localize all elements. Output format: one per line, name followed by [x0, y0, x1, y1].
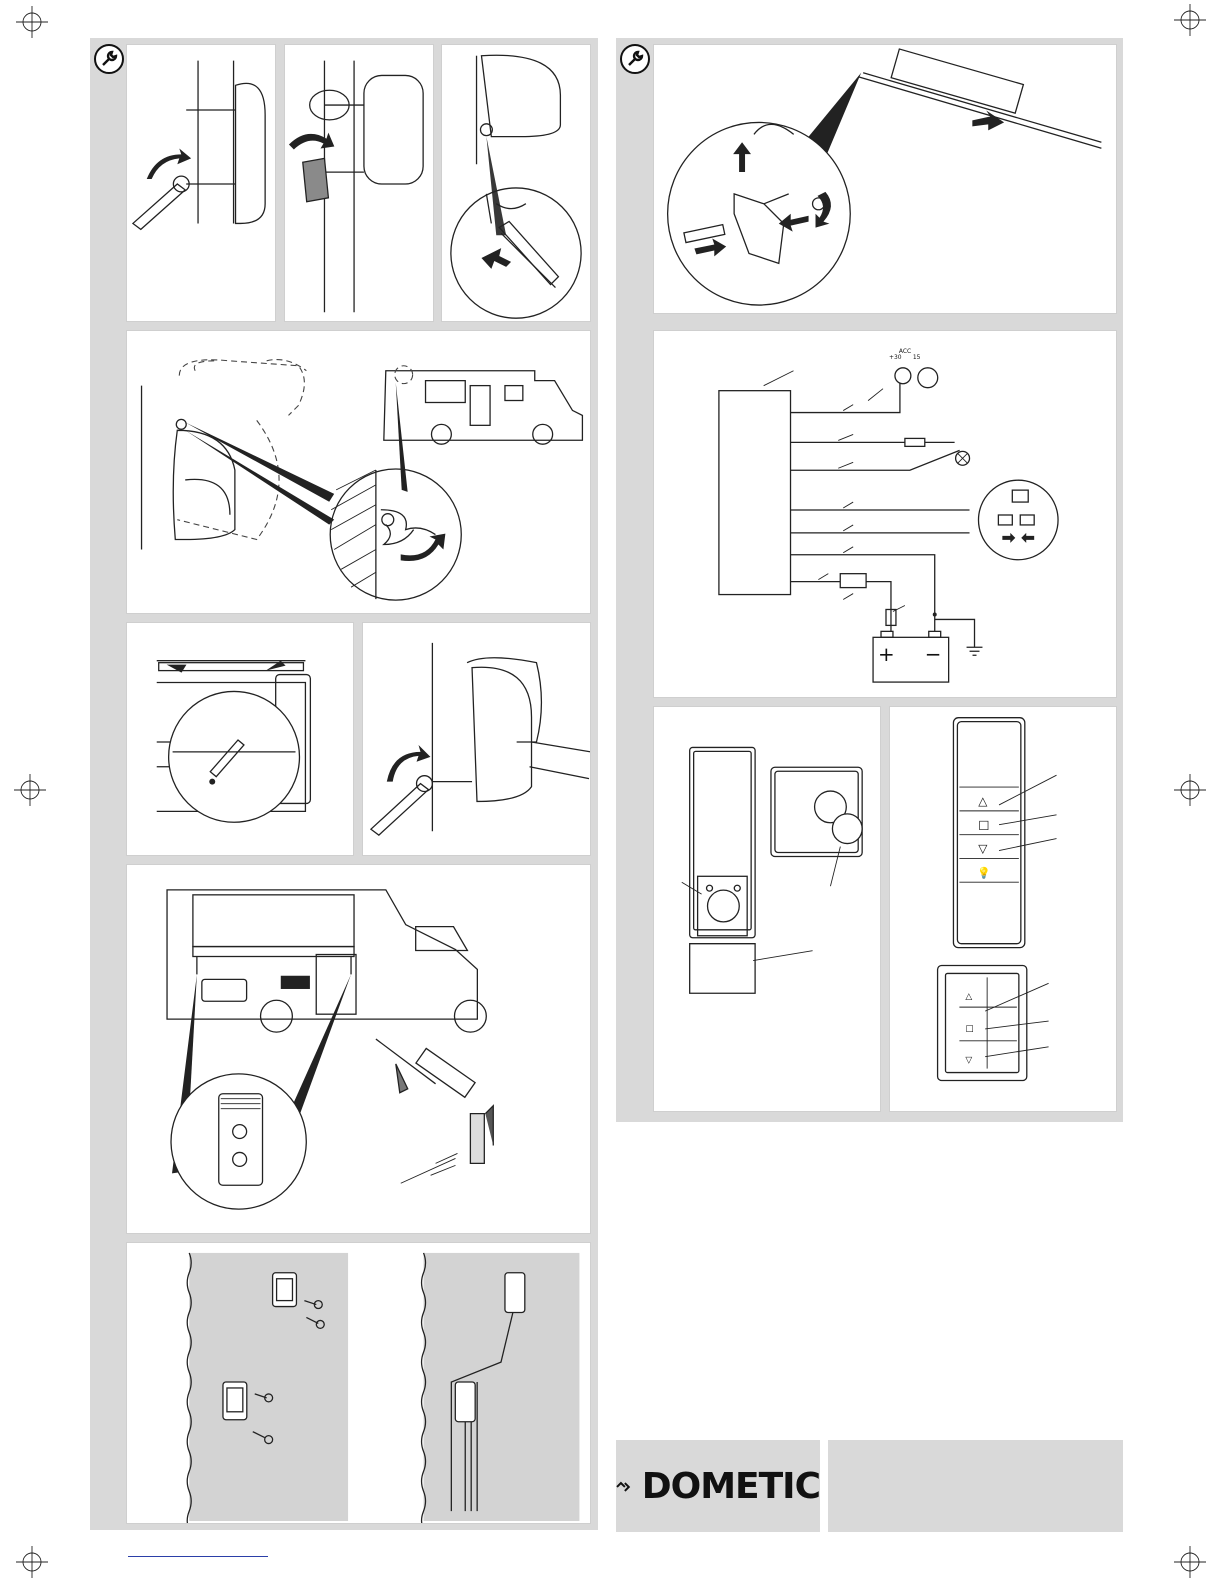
sealant-gun — [376, 1039, 493, 1163]
crop-mark-bottom-right — [1174, 1546, 1206, 1578]
crop-mark-top-right — [1174, 4, 1206, 36]
battery-minus: − — [925, 643, 942, 666]
crop-mark-mid-right — [1174, 774, 1206, 806]
ignition-switch-label-left: +30 — [889, 354, 902, 361]
dometic-logo-icon — [616, 1474, 634, 1498]
crop-mark-bottom-left — [16, 1546, 48, 1578]
remote-battery-replacement-panel — [653, 706, 881, 1112]
wrench-icon — [94, 44, 124, 74]
control-unit-box — [719, 391, 791, 595]
remote-stop-button[interactable]: □ — [978, 818, 989, 832]
step-mount-crank-holder-panel — [126, 1242, 591, 1524]
crop-mark-top-left — [16, 6, 48, 38]
step-screwdriver-detail-panel — [441, 44, 591, 322]
step-attach-awning-panel — [126, 330, 591, 614]
wall-up-button[interactable]: △ — [965, 992, 972, 1002]
step-secure-bracket-panel — [362, 622, 591, 856]
remote-up-button[interactable]: △ — [978, 794, 988, 808]
step-wiring-diagram-panel: +30 ACC 15 + − — [653, 330, 1117, 698]
remote-light-button[interactable]: 💡 — [977, 866, 991, 879]
battery-plus: + — [878, 643, 895, 666]
ignition-switch-label-right: 15 — [913, 354, 921, 361]
remote-control — [953, 718, 1024, 948]
crop-mark-mid-left — [14, 774, 46, 806]
step-remove-cover-panel — [284, 44, 434, 322]
wall-switch — [938, 966, 1027, 1081]
brand-name: DOMETIC — [642, 1466, 820, 1507]
remote-down-button[interactable]: ▽ — [978, 842, 988, 856]
footer-link-underline — [128, 1556, 268, 1557]
motorhome-side-view — [384, 366, 583, 444]
step-attach-arm-bracket-panel — [653, 44, 1117, 314]
wall-down-button[interactable]: ▽ — [965, 1056, 972, 1066]
wall-stop-button[interactable]: □ — [965, 1024, 973, 1034]
step-install-end-brackets-panel — [126, 864, 591, 1234]
wrench-icon — [620, 44, 650, 74]
motorhome-with-awning — [167, 890, 486, 1032]
footer-info-box — [828, 1440, 1123, 1532]
step-tighten-bolts-panel — [126, 44, 276, 322]
remote-and-wall-switch-panel: △ □ ▽ 💡 △ □ ▽ — [889, 706, 1117, 1112]
brand-logo-box: DOMETIC — [616, 1440, 820, 1532]
step-mark-position-panel — [126, 622, 354, 856]
ignition-switch-label-acc: ACC — [899, 348, 911, 355]
